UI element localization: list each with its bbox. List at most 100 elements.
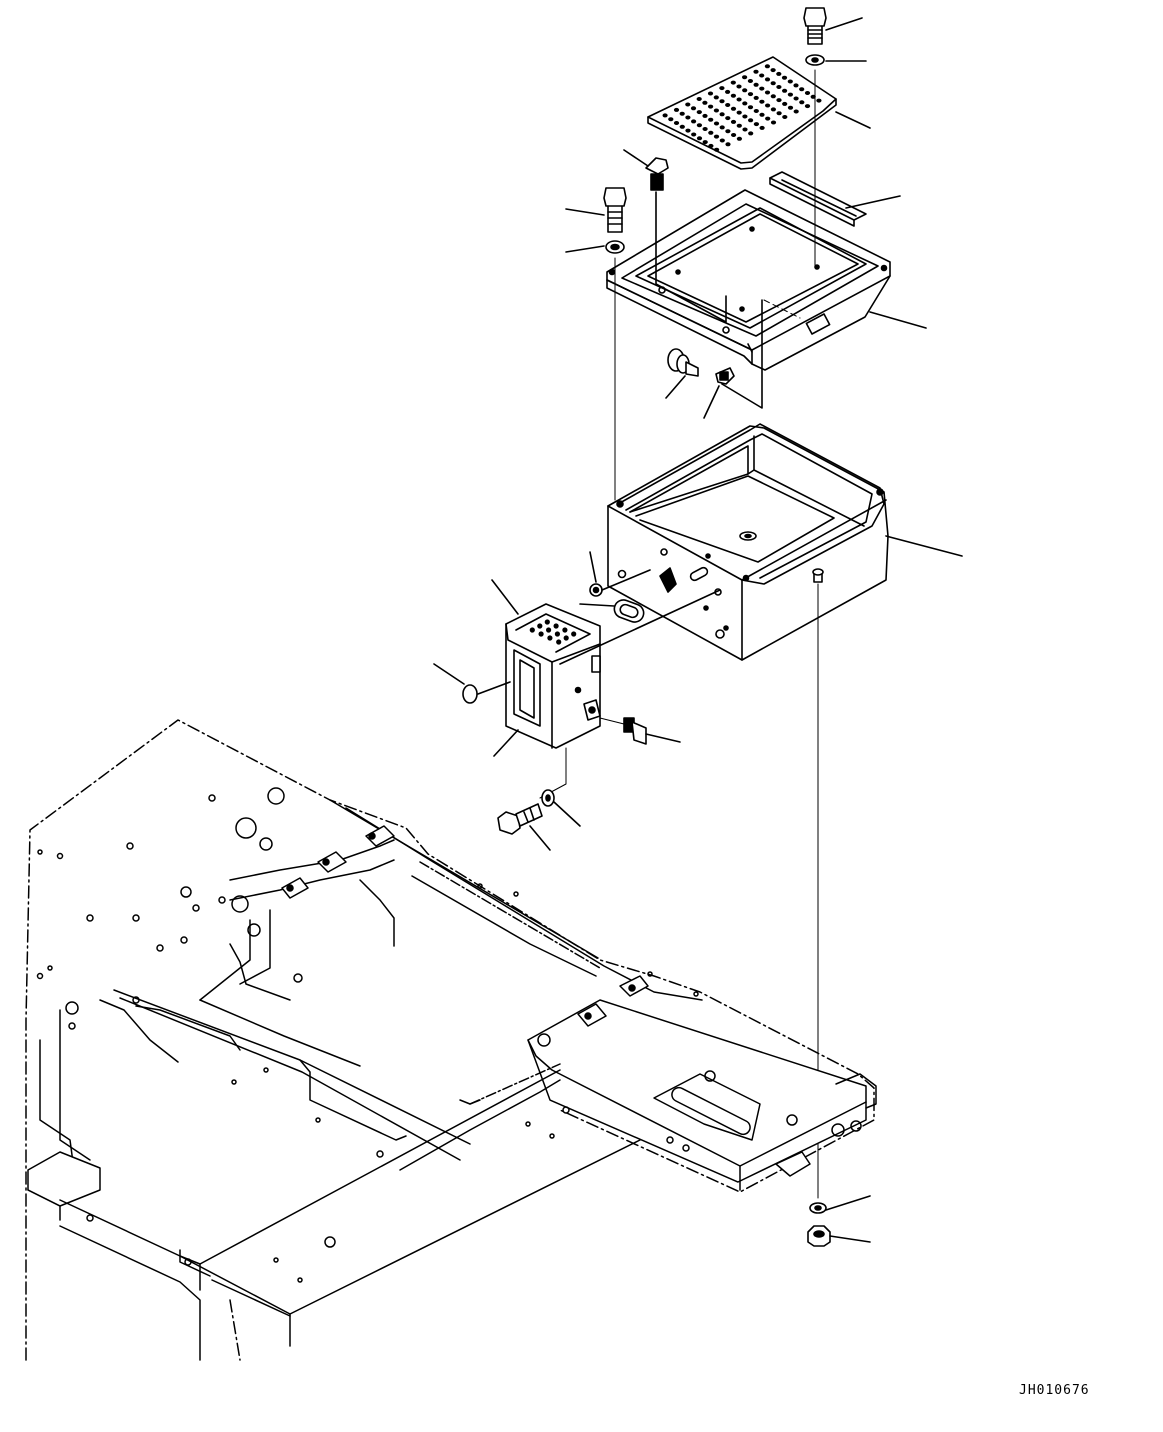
leader-line bbox=[494, 730, 518, 756]
relay-terminal bbox=[547, 635, 553, 641]
perforation-hole bbox=[793, 83, 799, 88]
perforation-hole bbox=[668, 117, 674, 122]
perforation-hole bbox=[696, 97, 702, 101]
perforation-hole bbox=[736, 110, 742, 115]
leader-line bbox=[704, 386, 719, 418]
perforation-hole bbox=[730, 106, 737, 111]
perforation-hole bbox=[765, 116, 771, 121]
perforation-hole bbox=[719, 86, 725, 91]
leader-line bbox=[530, 826, 550, 850]
drawing-reference-code: JH010676 bbox=[1019, 1383, 1090, 1398]
perforation-hole bbox=[708, 104, 714, 109]
relay-terminal bbox=[556, 639, 562, 645]
relay-unit bbox=[506, 604, 600, 748]
phantom-line bbox=[540, 748, 566, 798]
perforation-hole bbox=[719, 99, 725, 104]
perforation-hole bbox=[776, 71, 782, 76]
perforation-hole bbox=[759, 86, 765, 91]
relay-terminal bbox=[571, 631, 577, 637]
perforation-hole bbox=[736, 136, 743, 141]
perforation-hole bbox=[725, 142, 731, 147]
perforation-hole bbox=[799, 87, 805, 92]
perforation-hole bbox=[713, 95, 719, 100]
perforation-hole bbox=[730, 93, 737, 98]
perforation-hole bbox=[736, 123, 742, 128]
leader-line bbox=[560, 590, 720, 664]
leader-line bbox=[566, 209, 604, 215]
perforation-hole bbox=[759, 112, 765, 117]
perforation-hole bbox=[747, 105, 754, 110]
perforation-hole bbox=[691, 132, 697, 137]
leader-line bbox=[826, 1196, 870, 1210]
perforation-hole bbox=[696, 110, 702, 115]
cap bbox=[463, 685, 477, 703]
strip bbox=[770, 172, 866, 226]
perforation-hole bbox=[747, 92, 754, 97]
perforation-hole bbox=[742, 127, 748, 132]
leader-line bbox=[566, 246, 604, 252]
perforation-hole bbox=[782, 101, 788, 106]
perforation-hole bbox=[776, 98, 782, 103]
perforation-hole bbox=[685, 115, 691, 120]
perforation-hole bbox=[713, 121, 720, 126]
leader-line bbox=[590, 552, 596, 582]
relay-bolt bbox=[498, 804, 542, 834]
perforation-hole bbox=[696, 123, 703, 128]
perforation-hole bbox=[799, 100, 805, 105]
lever-knob bbox=[624, 718, 646, 744]
perforation-hole bbox=[747, 79, 754, 83]
perforation-hole bbox=[702, 127, 708, 131]
perforation-hole bbox=[776, 111, 782, 116]
perforation-hole bbox=[730, 80, 736, 85]
perforation-hole bbox=[759, 125, 765, 130]
perforation-hole bbox=[770, 107, 777, 112]
perforation-hole bbox=[731, 133, 737, 137]
relay-terminal bbox=[553, 623, 559, 629]
perforation-hole bbox=[725, 129, 731, 134]
perforation-hole bbox=[685, 128, 691, 133]
leader-line bbox=[846, 196, 900, 208]
center-line bbox=[600, 718, 624, 724]
lock bbox=[668, 349, 698, 376]
perforation-hole bbox=[770, 81, 776, 86]
perforation-hole bbox=[787, 79, 793, 84]
leader-line bbox=[434, 664, 464, 684]
perforation-hole bbox=[782, 115, 788, 119]
phantom-line bbox=[722, 300, 762, 408]
perforation-hole bbox=[748, 131, 754, 136]
perforation-hole bbox=[764, 90, 771, 95]
perforation-hole bbox=[787, 105, 794, 110]
perforation-hole bbox=[742, 114, 748, 119]
relay-terminal bbox=[537, 623, 543, 629]
perforation-hole bbox=[804, 104, 811, 109]
perforation-hole bbox=[787, 92, 794, 97]
leader-line bbox=[580, 604, 614, 606]
perforation-hole bbox=[770, 94, 776, 99]
leader-line bbox=[830, 1236, 870, 1242]
knob bbox=[646, 158, 668, 190]
perforation-hole bbox=[691, 119, 697, 124]
perforation-hole bbox=[764, 77, 771, 82]
relay-terminal bbox=[554, 631, 561, 637]
leader-line bbox=[624, 150, 648, 166]
center-line bbox=[764, 300, 800, 318]
leader-line bbox=[478, 682, 510, 694]
perforation-hole bbox=[764, 64, 771, 69]
perforation-hole bbox=[770, 120, 777, 125]
perforation-hole bbox=[719, 112, 725, 117]
phantom-line bbox=[656, 192, 726, 322]
bottom-nut bbox=[808, 1226, 830, 1246]
perforation-hole bbox=[816, 98, 822, 103]
perforation-hole bbox=[685, 102, 691, 107]
perforation-hole bbox=[714, 147, 720, 152]
perforation-hole bbox=[793, 96, 799, 101]
lid bbox=[607, 190, 890, 370]
perforation-hole bbox=[725, 116, 731, 121]
perforation-hole bbox=[742, 101, 748, 106]
perforation-hole bbox=[759, 73, 765, 78]
small-nut bbox=[590, 584, 602, 596]
perforation-hole bbox=[765, 103, 771, 108]
perforation-hole bbox=[753, 122, 760, 127]
relay-terminal bbox=[563, 635, 569, 641]
perforation-hole bbox=[690, 106, 697, 111]
